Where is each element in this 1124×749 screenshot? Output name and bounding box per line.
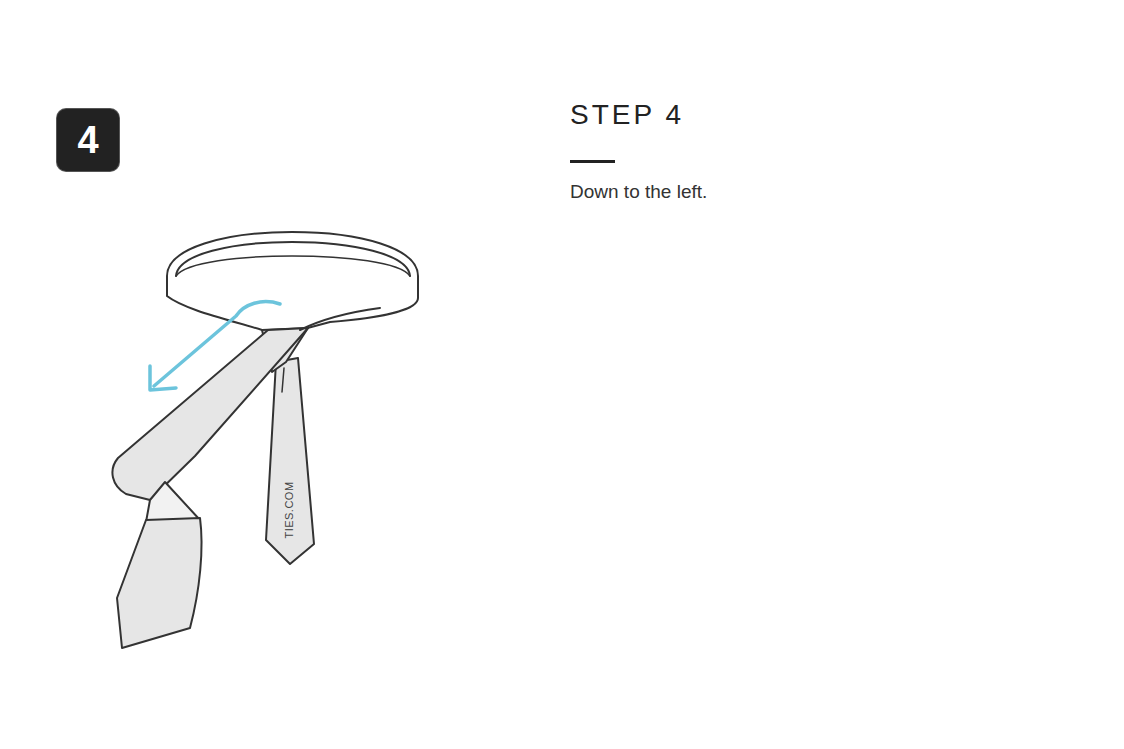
step-heading: STEP 4 xyxy=(570,98,684,132)
step-instruction: Down to the left. xyxy=(570,181,707,204)
brand-watermark: TIES.COM xyxy=(283,481,296,538)
step-number: 4 xyxy=(77,121,98,159)
direction-arrow xyxy=(150,302,280,390)
heading-rule xyxy=(570,160,615,163)
tie-drawing xyxy=(112,232,418,648)
step-number-badge: 4 xyxy=(57,109,119,171)
